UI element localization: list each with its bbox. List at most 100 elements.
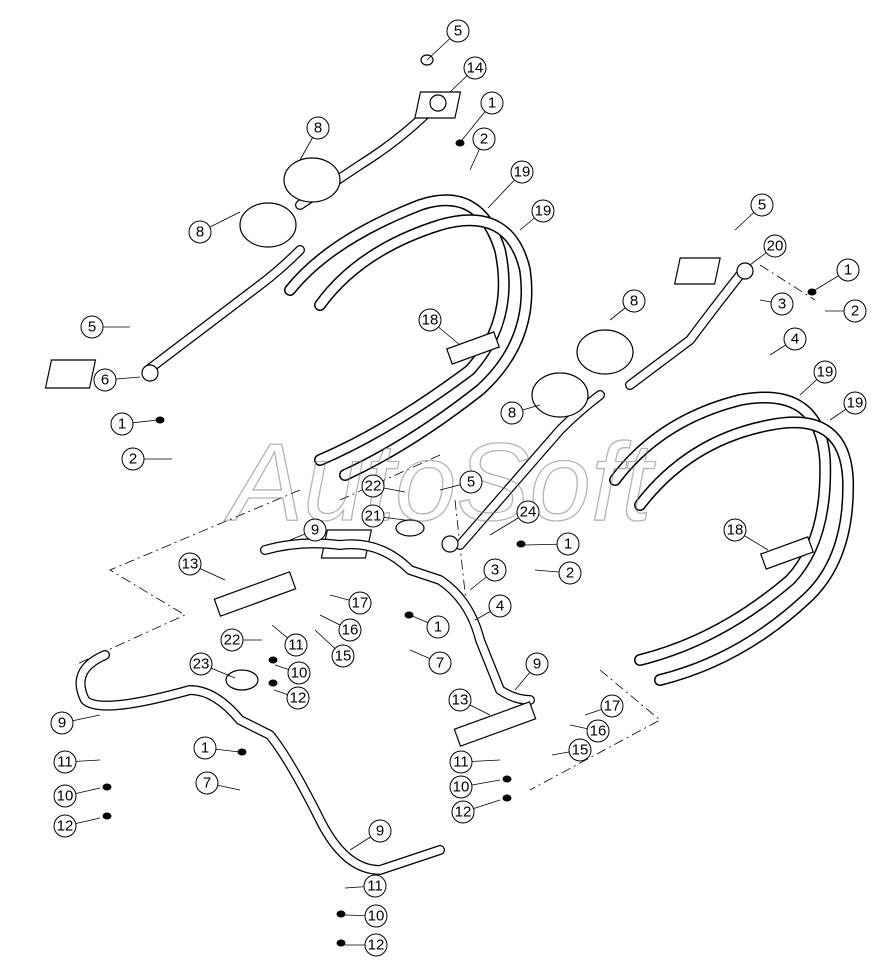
callout-number: 8 <box>314 120 322 137</box>
callout-19: 19 <box>519 199 555 231</box>
callout-circle <box>500 401 524 425</box>
callout-circle <box>178 552 202 576</box>
callout-24: 24 <box>489 500 540 536</box>
callout-11: 11 <box>449 750 501 774</box>
callout-number: 6 <box>101 372 109 389</box>
callout-number: 10 <box>368 908 385 925</box>
callout-circle <box>284 633 308 657</box>
callout-18: 18 <box>418 308 461 346</box>
callout-number: 12 <box>455 804 472 821</box>
callout-number: 9 <box>58 715 66 732</box>
callout-circle <box>220 628 244 652</box>
callout-number: 15 <box>572 742 589 759</box>
callout-5: 5 <box>426 19 470 61</box>
callout-23: 23 <box>189 652 236 679</box>
right-hose-assembly <box>320 257 855 686</box>
callout-number: 2 <box>480 131 488 148</box>
callout-number: 7 <box>203 775 211 792</box>
callout-15: 15 <box>551 738 592 762</box>
callout-circle <box>463 56 487 80</box>
callout-number: 22 <box>224 632 241 649</box>
callout-14: 14 <box>449 56 487 93</box>
callout-circle <box>843 391 867 415</box>
callout-circle <box>558 561 582 585</box>
callout-number: 10 <box>291 665 308 682</box>
callout-number: 1 <box>201 740 209 757</box>
callout-11: 11 <box>271 624 308 657</box>
callout-circle <box>770 292 794 316</box>
callout-16: 16 <box>569 719 610 743</box>
callout-circle <box>418 308 442 332</box>
callout-circle <box>331 644 355 668</box>
callout-8: 8 <box>188 211 241 244</box>
callout-2: 2 <box>534 561 582 585</box>
callout-circle <box>287 661 311 685</box>
callout-10: 10 <box>449 775 501 799</box>
callout-10: 10 <box>344 904 388 928</box>
callout-circle <box>50 711 74 735</box>
callout-circle <box>53 814 77 838</box>
callout-circle <box>750 193 774 217</box>
callout-circle <box>361 474 385 498</box>
callout-circle <box>363 874 387 898</box>
callout-number: 19 <box>535 203 552 220</box>
callout-number: 10 <box>453 779 470 796</box>
callout-22: 22 <box>361 474 406 498</box>
callout-3: 3 <box>759 292 794 316</box>
callout-5: 5 <box>734 193 774 231</box>
callout-number: 18 <box>422 312 439 329</box>
callout-2: 2 <box>121 447 172 471</box>
callout-number: 1 <box>844 262 852 279</box>
callout-circle <box>306 116 330 140</box>
callout-number: 24 <box>520 504 537 521</box>
callout-number: 9 <box>533 656 541 673</box>
callout-number: 11 <box>453 754 469 771</box>
callout-number: 22 <box>365 478 382 495</box>
callout-number: 21 <box>365 508 382 525</box>
callout-number: 19 <box>847 395 864 412</box>
callout-number: 17 <box>604 698 621 715</box>
callout-16: 16 <box>319 614 362 642</box>
callout-21: 21 <box>361 504 406 528</box>
callout-circle <box>586 719 610 743</box>
callout-circle <box>286 686 310 710</box>
callout-6: 6 <box>93 368 141 392</box>
callout-number: 11 <box>57 754 73 771</box>
callout-12: 12 <box>273 686 310 710</box>
callout-10: 10 <box>53 784 101 808</box>
callout-8: 8 <box>299 116 330 161</box>
callout-circle <box>723 518 747 542</box>
callout-11: 11 <box>53 750 101 774</box>
callout-number: 8 <box>630 293 638 310</box>
callout-circle <box>531 199 555 223</box>
callout-circle <box>303 518 327 542</box>
callout-number: 23 <box>193 656 210 673</box>
callout-circle <box>368 819 392 843</box>
callout-13: 13 <box>448 688 491 716</box>
callout-number: 1 <box>488 95 496 112</box>
callout-12: 12 <box>53 814 101 838</box>
callout-2: 2 <box>825 299 867 323</box>
callout-number: 2 <box>851 303 859 320</box>
callout-circle <box>348 591 372 615</box>
callout-1: 1 <box>193 736 241 760</box>
callout-4: 4 <box>474 594 512 621</box>
callout-circle <box>93 368 117 392</box>
callout-circle <box>53 750 77 774</box>
callout-circle <box>783 327 807 351</box>
callout-circle <box>449 775 473 799</box>
callout-22: 22 <box>220 628 262 652</box>
callout-number: 18 <box>727 522 744 539</box>
callout-19: 19 <box>487 160 534 209</box>
callout-number: 7 <box>436 655 444 672</box>
callout-number: 19 <box>817 364 834 381</box>
callout-1: 1 <box>461 91 504 141</box>
callout-8: 8 <box>609 289 646 321</box>
callout-number: 5 <box>454 23 462 40</box>
callout-circle <box>843 299 867 323</box>
callout-number: 1 <box>434 619 442 636</box>
callout-circle <box>510 160 534 184</box>
callout-number: 19 <box>514 164 531 181</box>
callout-2: 2 <box>469 127 496 171</box>
